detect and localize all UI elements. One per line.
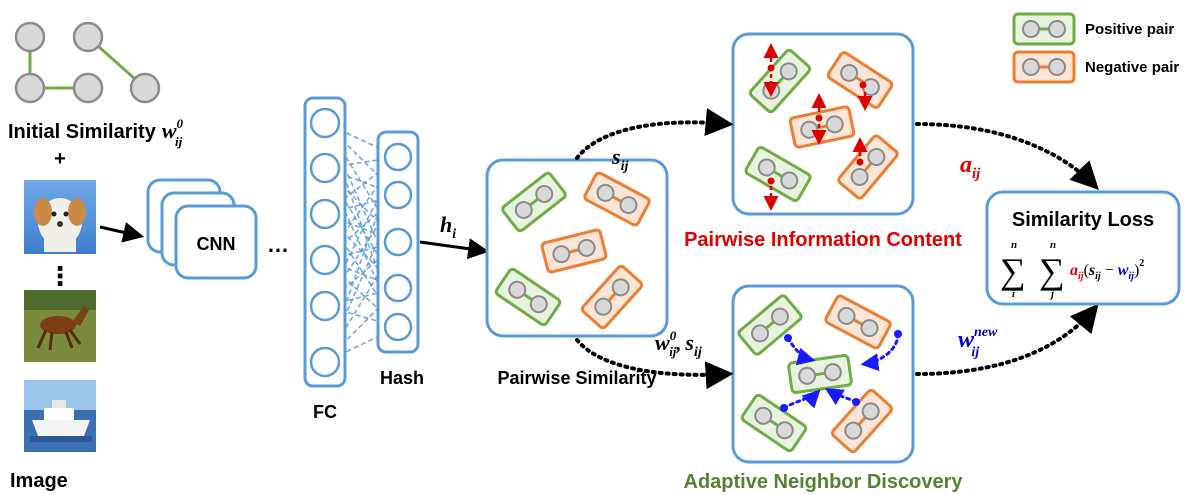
positive-pair (501, 171, 567, 233)
image-to-cnn-arrow (99, 222, 145, 243)
horizontal-ellipsis: … (267, 232, 289, 257)
fc-neuron (309, 346, 341, 378)
legend-negative-swatch (1012, 50, 1076, 84)
graph-node (14, 72, 46, 104)
cnn-label: CNN (197, 234, 236, 254)
pairwise-to-info-arrow (575, 108, 734, 160)
fc-neuron (309, 290, 341, 322)
fc-neuron (309, 244, 341, 276)
graph-node (72, 72, 104, 104)
horse-image (24, 290, 96, 362)
puppy-image (24, 180, 96, 254)
s-ij-label: sij (611, 144, 628, 174)
fc-hash-network (303, 96, 420, 388)
hash-neuron (383, 227, 413, 257)
neighbor-discovery-panel (731, 284, 915, 464)
sum-j-upper: n (1050, 239, 1056, 251)
loss-formula: aij(sij − wij)2 (1070, 258, 1144, 282)
negative-pair (583, 171, 651, 227)
cnn-block: CNN (146, 178, 258, 280)
negative-pair (830, 388, 894, 454)
legend-positive-swatch (1012, 12, 1076, 46)
sum-j-lower: j (1049, 288, 1055, 300)
fc-neuron (309, 198, 341, 230)
plus-sign: + (54, 148, 66, 170)
negative-pair (837, 134, 899, 200)
sum-i-lower: i (1012, 288, 1016, 300)
negative-pair (824, 294, 892, 350)
sum-i-symbol: ∑ (1000, 251, 1026, 291)
h-i-label: hi (440, 212, 456, 242)
pairwise-to-adaptive-arrow (575, 338, 734, 390)
boat-image (24, 380, 96, 452)
fc-layer (303, 96, 347, 388)
similarity-loss-box: Similarity Loss ∑ ∑ n n i j aij(sij − wi… (985, 190, 1181, 306)
positive-pair (494, 267, 562, 327)
legend-positive-label: Positive pair (1085, 21, 1174, 38)
legend: Positive pair Negative pair (1012, 12, 1179, 84)
information-content-label: Pairwise Information Content (684, 229, 962, 251)
hash-neuron (383, 142, 413, 172)
info-to-loss-arrow (915, 122, 1099, 191)
fc-neuron (309, 107, 341, 139)
positive-pair (737, 294, 803, 356)
negative-pair (540, 228, 608, 274)
negative-pair (788, 105, 856, 149)
graph-node (14, 21, 46, 53)
negative-pair (580, 264, 644, 330)
fc-neuron (309, 152, 341, 184)
sum-i-upper: n (1011, 239, 1017, 251)
hash-to-pairwise-arrow (419, 238, 490, 260)
negative-pair (826, 51, 894, 109)
fc-label: FC (313, 402, 337, 422)
pairwise-similarity-panel (485, 158, 669, 338)
image-label: Image (10, 470, 68, 492)
graph-node (72, 21, 104, 53)
positive-pair (787, 353, 853, 395)
graph-node (129, 72, 161, 104)
adaptive-to-loss-arrow (915, 303, 1099, 376)
hash-label: Hash (380, 368, 424, 388)
a-ij-label: aij (960, 152, 981, 182)
similarity-loss-label: Similarity Loss (1012, 209, 1154, 231)
hash-neuron (383, 180, 413, 210)
sum-j-symbol: ∑ (1039, 251, 1065, 291)
hash-neuron (383, 312, 413, 342)
positive-pair (744, 145, 812, 203)
vertical-ellipsis: ⋮ (47, 261, 73, 291)
initial-graph (14, 21, 161, 104)
hash-neuron (383, 273, 413, 303)
information-content-panel (731, 32, 915, 216)
neighbor-discovery-label: Adaptive Neighbor Discovery (684, 471, 964, 493)
legend-negative-label: Negative pair (1085, 59, 1179, 76)
pairwise-similarity-label: Pairwise Similarity (497, 368, 656, 388)
